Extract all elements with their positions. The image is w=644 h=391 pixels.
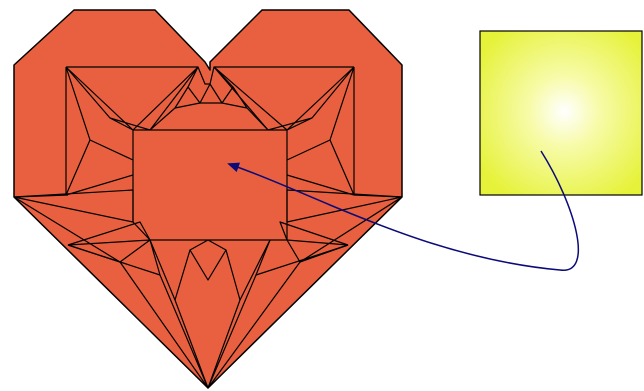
faceted-heart-shape[interactable]: [14, 10, 402, 388]
gradient-square-shape[interactable]: [480, 31, 642, 195]
